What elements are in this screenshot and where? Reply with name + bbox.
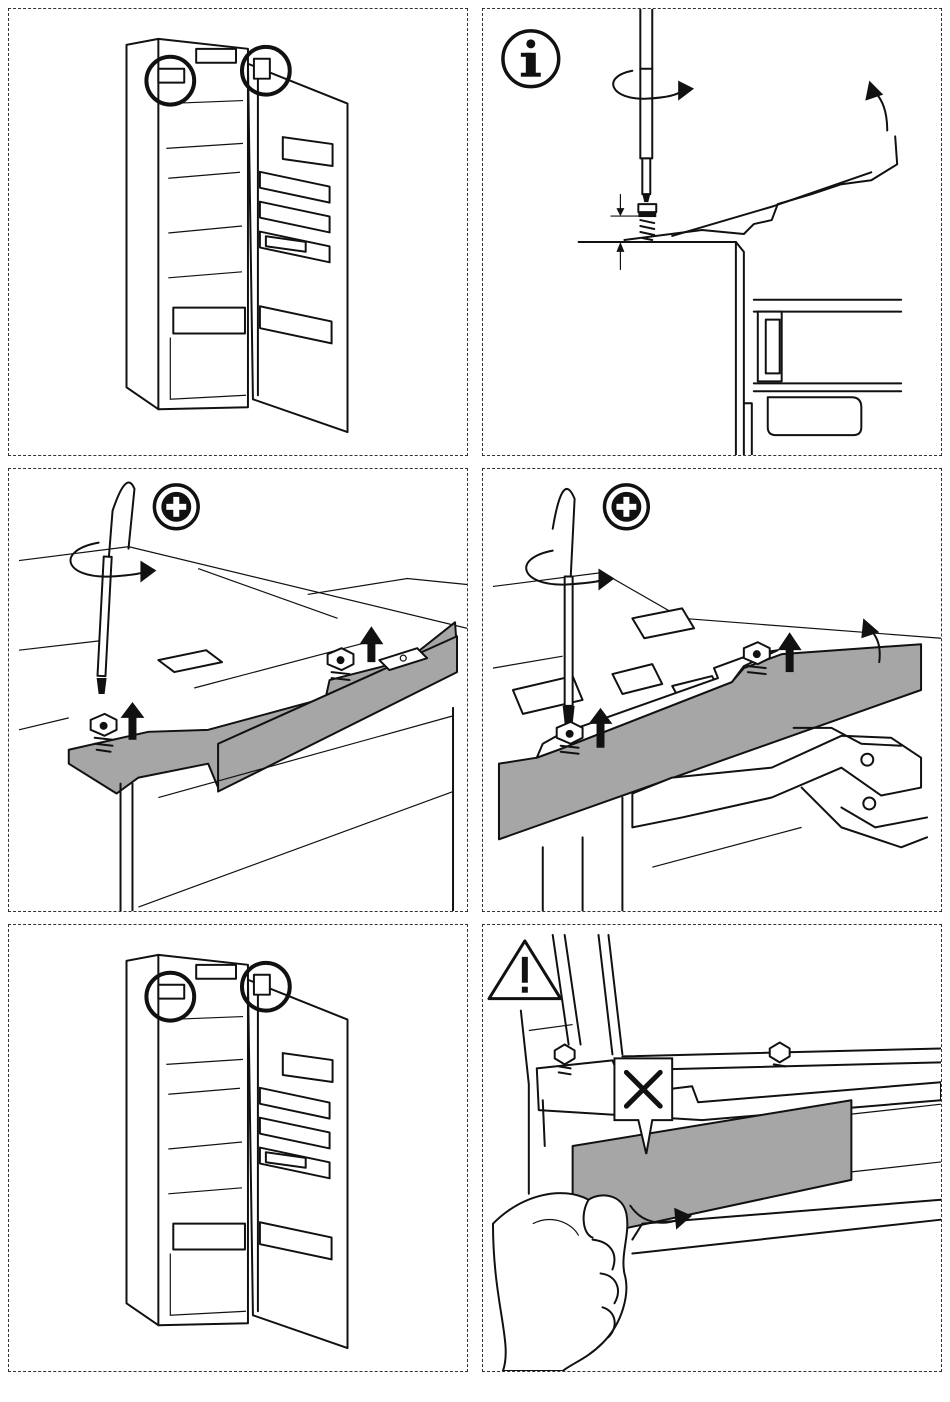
- step-5-panel: [8, 924, 468, 1372]
- lift-arrow-icon: [865, 81, 887, 131]
- hand-icon: [493, 1193, 627, 1371]
- height-dimension: [581, 194, 639, 270]
- left-bracket-illustration: [9, 469, 467, 911]
- step-3-panel: [8, 468, 468, 912]
- right-bracket-illustration: [483, 469, 941, 911]
- step-6-panel: [482, 924, 942, 1372]
- screw-detail-illustration: [483, 9, 941, 455]
- up-arrow-icon: [359, 626, 383, 662]
- screw-icon: [638, 204, 656, 240]
- plus-icon: [154, 485, 198, 529]
- fridge-illustration: [9, 925, 467, 1371]
- screwdriver-icon: [97, 482, 135, 693]
- step-4-panel: [482, 468, 942, 912]
- rotate-arrow-icon: [613, 71, 694, 101]
- plus-icon: [604, 485, 648, 529]
- screw-right: [770, 1042, 790, 1066]
- screwdriver-icon: [640, 9, 652, 202]
- fridge-illustration: [9, 9, 467, 455]
- step-1-panel: [8, 8, 468, 456]
- cover-warning-illustration: [483, 925, 941, 1371]
- info-icon: [503, 31, 559, 87]
- step-2-panel: [482, 8, 942, 456]
- warning-icon: [489, 941, 561, 999]
